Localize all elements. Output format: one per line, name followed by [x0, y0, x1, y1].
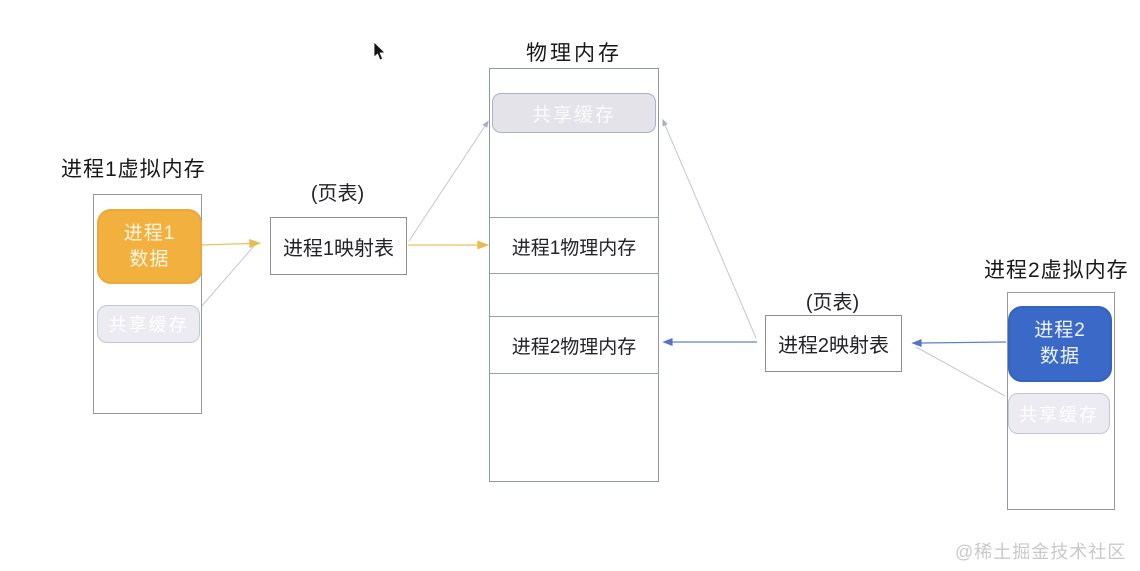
physical-section-process1: 进程1物理内存	[489, 217, 659, 274]
physical-section-empty2	[489, 373, 659, 481]
process1-data-line1: 进程1	[123, 222, 176, 244]
physical-section-empty1	[489, 273, 659, 317]
physical-shared-cache-label: 共享缓存	[531, 104, 616, 126]
process2-shared-cache-label: 共享缓存	[1019, 404, 1099, 425]
arrow-p1data-to-maptable1	[200, 238, 262, 249]
physical-section-process2: 进程2物理内存	[489, 316, 659, 374]
process2-shared-cache-block: 共享缓存	[1008, 393, 1110, 434]
process1-shared-cache-block: 共享缓存	[97, 305, 200, 343]
process2-mapping-table-box: 进程2映射表	[765, 315, 902, 372]
physical-memory-box: 共享缓存 进程1物理内存 进程2物理内存	[489, 68, 659, 482]
process1-data-block: 进程1 数据	[97, 209, 202, 284]
watermark: @稀土掘金技术社区	[955, 542, 1127, 562]
mouse-cursor-icon	[373, 42, 386, 61]
process2-vm-title: 进程2虚拟内存	[984, 259, 1129, 282]
pagetable1-caption: (页表)	[310, 183, 365, 205]
process1-mapping-table-label: 进程1映射表	[282, 237, 395, 260]
process1-data-line2: 数据	[129, 248, 170, 270]
arrow-maptable2-to-sharedcache	[662, 118, 757, 339]
process1-shared-cache-label: 共享缓存	[108, 315, 189, 335]
process2-mapping-table-label: 进程2映射表	[777, 335, 890, 357]
line-p2shared-to-maptable2	[915, 346, 1006, 397]
process2-data-line2: 数据	[1039, 346, 1080, 367]
physical-shared-cache-block: 共享缓存	[492, 93, 656, 133]
physical-section1-label: 进程1物理内存	[511, 237, 637, 259]
process2-data-line1: 进程2	[1034, 320, 1086, 342]
pagetable2-caption: (页表)	[805, 292, 860, 314]
arrow-p2data-to-maptable2	[911, 339, 1007, 347]
line-p1shared-to-maptable1	[199, 245, 255, 309]
physical-memory-title: 物理内存	[526, 42, 622, 65]
arrow-maptable1-to-sharedcache	[408, 120, 489, 242]
process1-mapping-table-box: 进程1映射表	[270, 217, 407, 275]
physical-section2-label: 进程2物理内存	[511, 337, 637, 358]
process2-data-block: 进程2 数据	[1008, 306, 1112, 382]
process1-vm-title: 进程1虚拟内存	[61, 158, 206, 181]
